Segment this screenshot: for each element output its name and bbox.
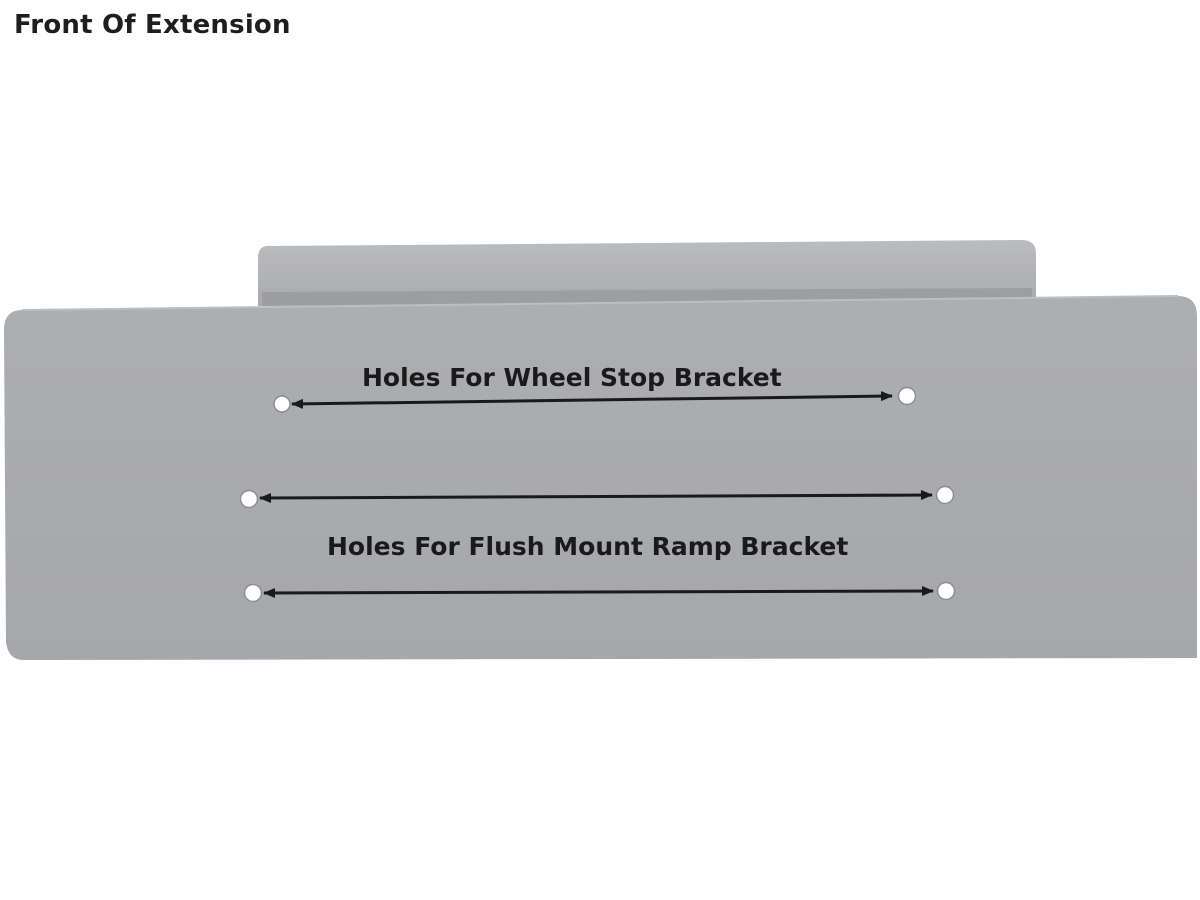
flush-mount-callout: Holes For Flush Mount Ramp Bracket — [327, 532, 848, 561]
flush-mount-hole-upper-right — [935, 485, 955, 505]
flush-mount-hole-lower-right — [936, 581, 956, 601]
flush-mount-hole-upper-left — [239, 489, 259, 509]
page-title: Front Of Extension — [14, 10, 291, 40]
plate-top-edge — [21, 295, 1179, 311]
flush-mount-lower-arrow — [263, 586, 934, 598]
wheel-stop-callout: Holes For Wheel Stop Bracket — [362, 363, 782, 392]
flush-mount-upper-arrow — [259, 490, 933, 503]
wheel-stop-arrow — [291, 391, 893, 409]
wheel-stop-hole-left — [273, 395, 291, 413]
flush-mount-hole-lower-left — [243, 583, 263, 603]
wheel-stop-hole-right — [897, 386, 917, 406]
front-plate — [4, 296, 1197, 660]
